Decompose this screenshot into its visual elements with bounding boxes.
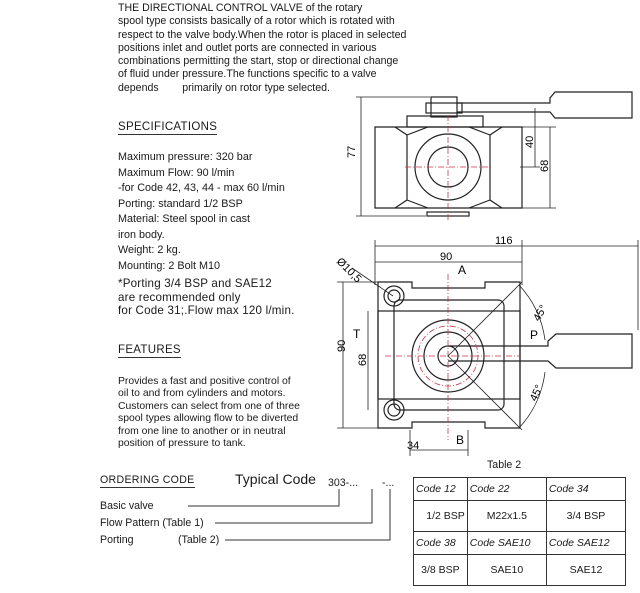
intro-line: depends primarily on rotor type selected… (118, 81, 330, 94)
bolt-hole-top (383, 285, 405, 307)
intro-line: combinations permitting the start, stop … (118, 55, 399, 68)
spec-line: Maximum pressure: 320 bar (118, 151, 253, 163)
table-cell: Code 12 (413, 477, 468, 501)
porting-label: Porting (100, 534, 134, 546)
handle (457, 91, 633, 119)
spec-note-line: are recommended only (118, 290, 241, 304)
dim-68-side-label: 68 (357, 354, 369, 366)
spec-note-line: for Code 31;.Flow max 120 l/min. (118, 304, 295, 317)
bolt-hole-bottom (383, 399, 405, 421)
table-cell: 3/8 BSP (413, 554, 468, 586)
spec-line: Porting: standard 1/2 BSP (118, 197, 243, 210)
bolt-hole-top-inner (387, 289, 401, 303)
spec-line: Material: Steel spool in cast (118, 213, 251, 225)
flow-pattern-label: Flow Pattern (Table 1) (100, 517, 204, 529)
dim-116-label: 116 (495, 235, 513, 247)
table-cell: 1/2 BSP (413, 500, 468, 532)
table-cell: SAE10 (466, 554, 547, 586)
intro-line: of fluid under pressure.The functions sp… (118, 68, 377, 81)
porting-table-label: (Table 2) (178, 534, 220, 546)
valve-top-plate (406, 115, 484, 128)
feature-line: Customers can select from one of three (118, 400, 300, 412)
spool-stem (430, 96, 458, 118)
table-row: 3/8 BSP SAE10 SAE12 (413, 554, 627, 586)
spec-note-line: *Porting 3/4 BSP and SAE12 (118, 277, 272, 290)
center-lines-front (385, 274, 520, 440)
specifications-list: Maximum pressure: 320 bar Maximum Flow: … (118, 150, 295, 318)
front-body-inner (377, 310, 521, 400)
typical-code-prefix: 303-... (328, 477, 359, 489)
dim-34-label: 34 (407, 440, 419, 452)
dim-77-label: 77 (346, 146, 358, 158)
feature-line: spool types allowing flow to be diverted (118, 413, 299, 425)
intro-line: positions inlet and outlet ports are con… (118, 41, 377, 54)
port-p-label: P (530, 328, 538, 342)
table-cell: Code 34 (545, 477, 627, 501)
table-cell: M22x1.5 (466, 500, 547, 532)
spec-line: Weight: 2 kg. (118, 244, 181, 256)
intro-line: spool type consists basically of a rotor… (118, 15, 395, 28)
valve-top-view (374, 91, 633, 217)
spec-line: -for Code 42, 43, 44 - max 60 l/min (118, 182, 285, 194)
typical-code-label: Typical Code (235, 471, 316, 487)
body-edge-lines (406, 126, 491, 209)
feature-line: Provides a fast and positive control of (118, 376, 291, 387)
typical-code-suffix: -... (382, 477, 395, 489)
specifications-heading: SPECIFICATIONS (118, 121, 218, 135)
stem-collar (425, 102, 463, 114)
basic-valve-label: Basic valve (100, 500, 154, 512)
dim-90-top-label: 90 (440, 251, 452, 263)
table-row: 1/2 BSP M22x1.5 3/4 BSP (413, 500, 627, 532)
spec-line: iron body. (118, 228, 165, 241)
dim-90-side-label: 90 (336, 340, 348, 352)
features-heading: FEATURES (118, 344, 181, 358)
ordering-code-heading: ORDERING CODE (100, 474, 195, 488)
front-body-boss (393, 299, 505, 411)
intro-line: respect to the valve body.When the rotor… (118, 28, 407, 41)
intro-paragraph: THE DIRECTIONAL CONTROL VALVE of the rot… (118, 2, 453, 95)
port-b-label: B (456, 433, 464, 447)
angle-45-lower-label: 45° (528, 383, 546, 403)
body-chamfer-left (394, 126, 408, 209)
port-t-label: T (353, 327, 361, 341)
table2-title: Table 2 (487, 459, 522, 471)
bolt-hole-bottom-inner (387, 403, 401, 417)
valve-body (374, 126, 523, 209)
center-lines-top (405, 115, 493, 220)
dimension-lines-front (337, 240, 639, 456)
table-cell: SAE12 (545, 554, 627, 586)
valve-front-view (377, 281, 633, 429)
features-list: Provides a fast and positive control of … (118, 376, 300, 450)
front-handle (448, 333, 633, 369)
feature-line: from one line to another or in neutral (118, 425, 286, 437)
spec-line: Maximum Flow: 90 l/min (118, 166, 235, 179)
dim-40-label: 40 (524, 136, 536, 148)
dimension-lines-top (356, 96, 556, 217)
porting-table: Code 12 Code 22 Code 34 1/2 BSP M22x1.5 … (413, 477, 627, 586)
body-chamfer-right (489, 126, 503, 209)
intro-line: THE DIRECTIONAL CONTROL VALVE of the rot… (118, 2, 363, 14)
angle-arcs (447, 281, 546, 431)
feature-line: position of pressure to tank. (118, 438, 246, 450)
table-row: Code 38 Code SAE10 Code SAE12 (413, 531, 627, 555)
dim-68-top-label: 68 (539, 160, 551, 172)
table-cell: Code SAE12 (545, 531, 627, 555)
feature-line: oil to and from cylinders and motors. (118, 388, 286, 400)
spec-line: Mounting: 2 Bolt M10 (118, 259, 221, 272)
dim-bolt-label: Ø10,5 (334, 256, 364, 286)
port-a-label: A (458, 263, 466, 277)
